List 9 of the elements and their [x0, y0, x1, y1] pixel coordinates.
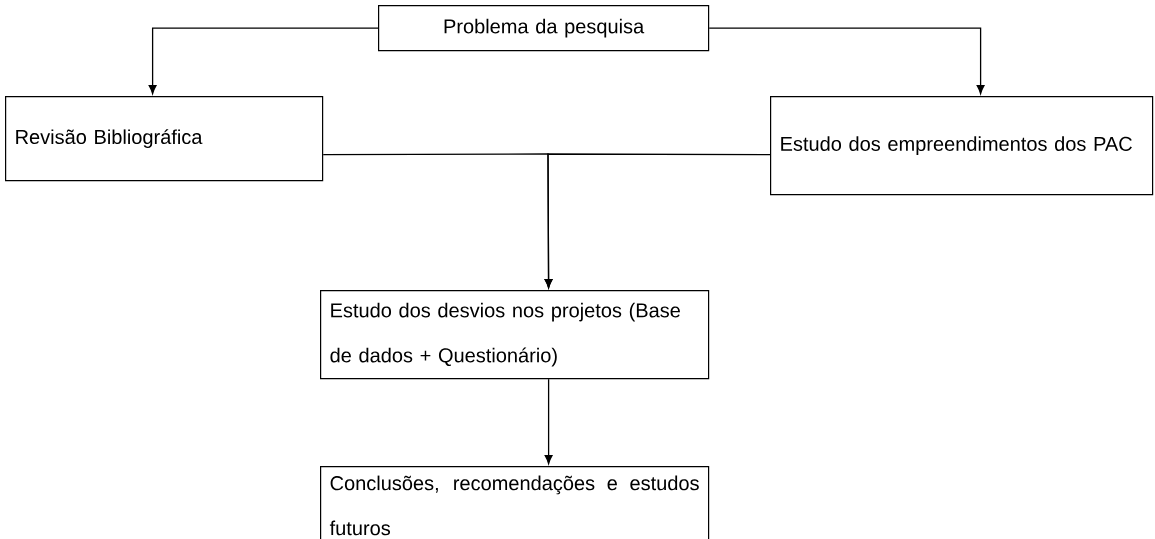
process-box: Revisão Bibliográfica — [5, 96, 324, 182]
arrow — [544, 378, 553, 465]
process-box: Conclusões, recomendações e estudos futuros — [320, 466, 710, 539]
arrow — [708, 27, 985, 95]
process-box: Estudo dos desvios nos projetos (Base de dados + Questionário) — [320, 290, 710, 380]
process-box: Problema da pesquisa — [378, 5, 710, 52]
arrow — [544, 153, 771, 289]
process-box: Estudo dos empreendimentos dos PAC — [770, 96, 1154, 196]
arrow — [148, 27, 379, 95]
